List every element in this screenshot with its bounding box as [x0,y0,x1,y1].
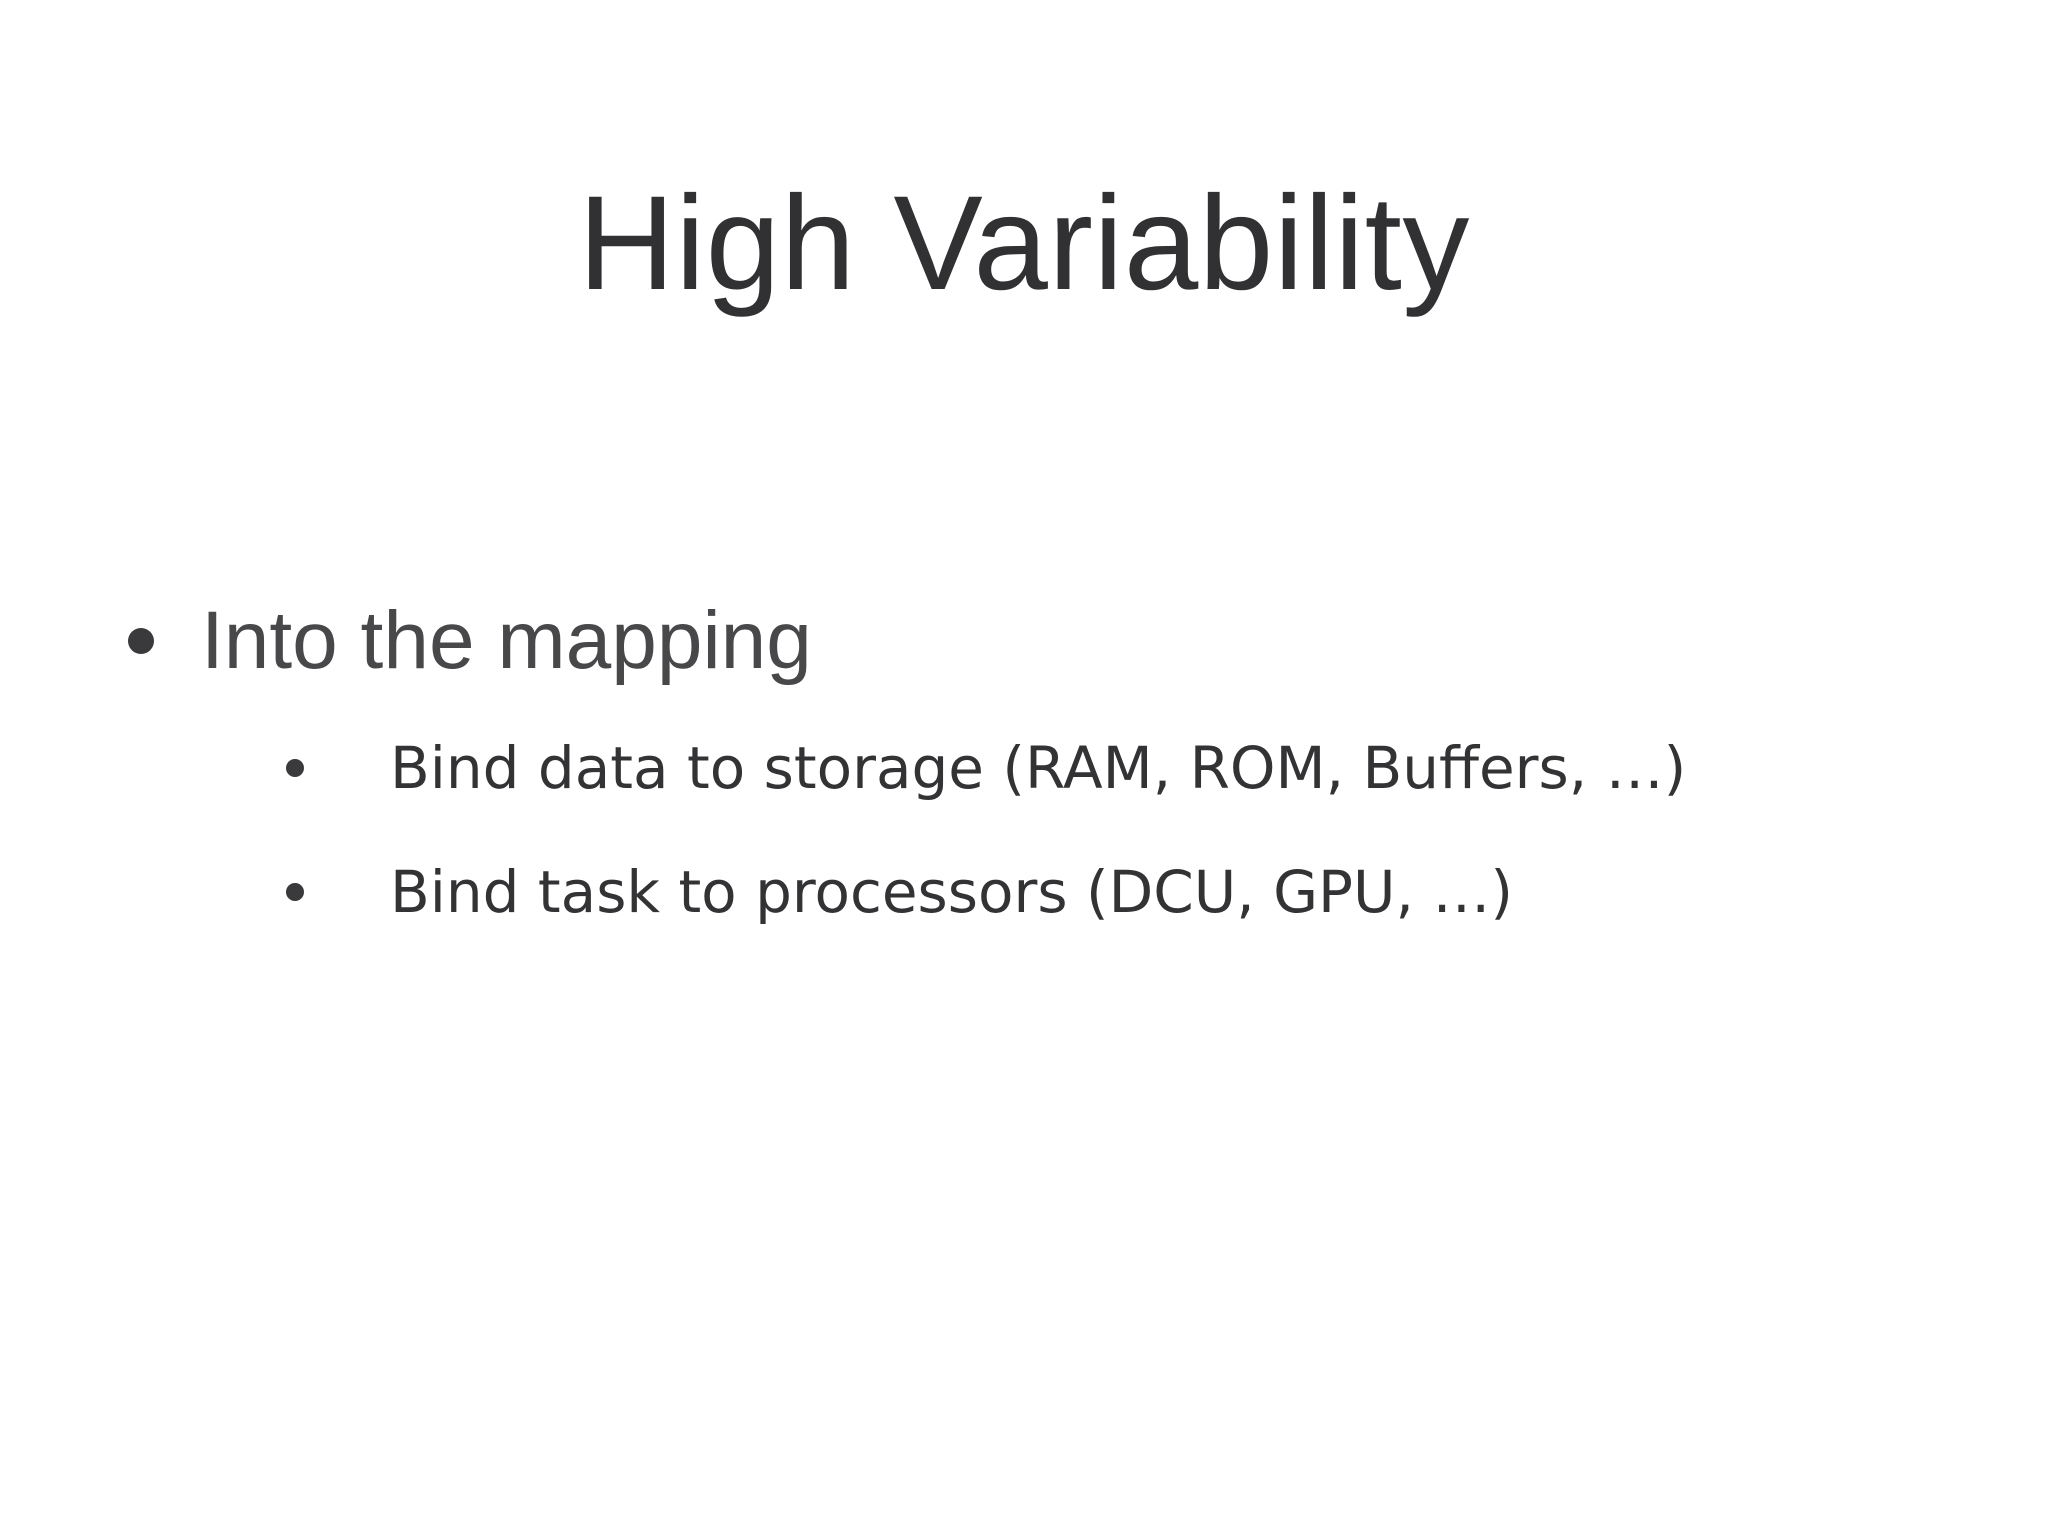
bullet-level2-label: Bind task to processors (DCU, GPU, …) [390,858,1513,926]
slide-title-block: High Variability [0,84,2048,404]
bullet-level2-label: Bind data to storage (RAM, ROM, Buffers,… [390,734,1687,802]
list-item: Bind task to processors (DCU, GPU, …) [0,862,2048,922]
slide-body-content: Into the mapping Bind data to storage (R… [0,600,2048,986]
filled-circle-bullet-icon [128,600,158,682]
list-item: Into the mapping [0,600,2048,682]
bullet-level1-label: Into the mapping [201,595,812,686]
filled-circle-bullet-icon [286,738,306,798]
list-item: Bind data to storage (RAM, ROM, Buffers,… [0,738,2048,798]
filled-circle-bullet-icon [286,862,306,922]
page-title: High Variability [578,168,1470,318]
